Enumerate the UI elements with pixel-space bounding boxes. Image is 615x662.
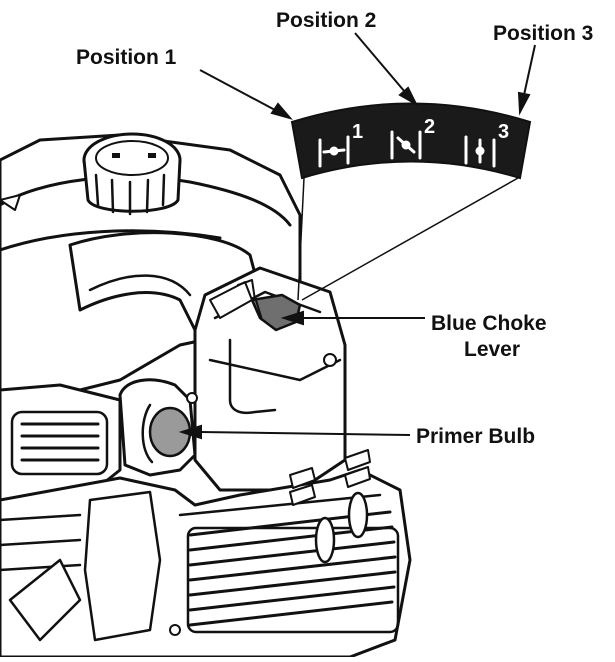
choke-lever-label-line2: Lever xyxy=(464,338,520,361)
primer-bulb-leader xyxy=(199,431,411,436)
position-1-number: 1 xyxy=(352,121,363,143)
primer-bulb-label: Primer Bulb xyxy=(416,425,535,448)
arrowhead-icon xyxy=(280,310,304,326)
arrowhead-icon xyxy=(270,102,293,120)
decal-projection-lines xyxy=(297,177,519,301)
choke-position-decal: 1 2 3 xyxy=(290,102,532,180)
position-2-number: 2 xyxy=(424,116,435,138)
arrowhead-icon xyxy=(398,86,419,107)
position-3-number: 3 xyxy=(498,121,509,143)
position-2-label: Position 2 xyxy=(276,9,376,32)
position-3-label: Position 3 xyxy=(493,22,593,45)
engine-illustration xyxy=(0,132,412,659)
choke-closed-icon xyxy=(318,135,350,168)
leader-lines xyxy=(178,32,536,440)
choke-half-icon xyxy=(390,130,422,160)
choke-open-icon xyxy=(464,135,496,168)
position-1-label: Position 1 xyxy=(76,46,177,69)
choke-lever-label-line1: Blue Choke xyxy=(431,312,547,335)
arrowhead-icon xyxy=(178,424,202,440)
position-3-leader xyxy=(523,44,536,96)
arrowhead-icon xyxy=(517,91,531,116)
position-2-leader xyxy=(354,32,406,93)
position-1-leader xyxy=(199,69,276,111)
